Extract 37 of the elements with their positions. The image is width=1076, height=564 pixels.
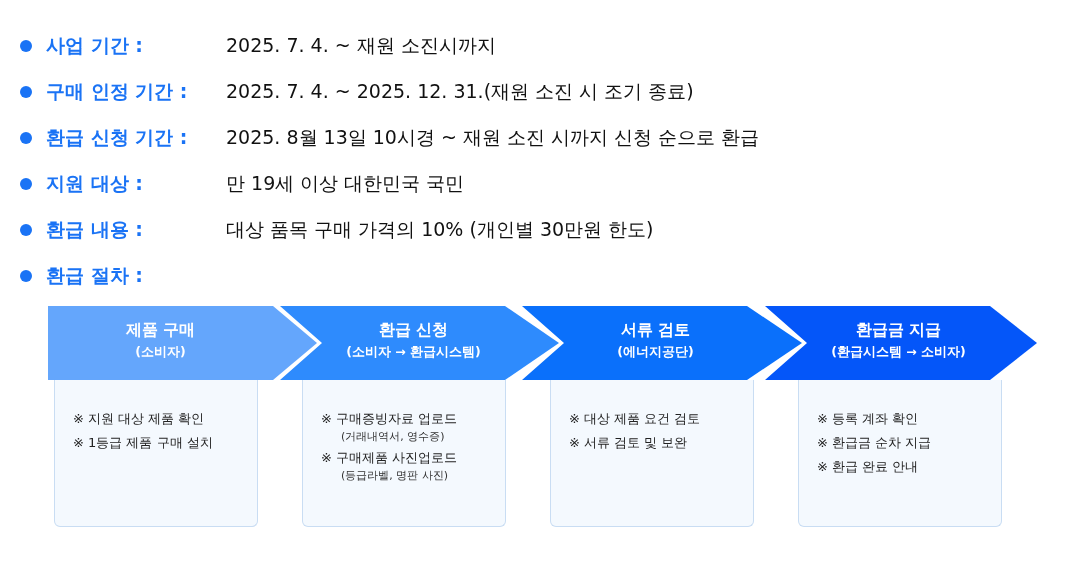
step-title: 제품 구매 xyxy=(125,319,196,341)
detail-item: ※ 환급금 순차 지급 xyxy=(817,434,933,452)
step-detail-card xyxy=(550,380,754,527)
detail-item: ※ 구매제품 사진업로드 xyxy=(321,449,459,467)
step-detail-card xyxy=(302,380,506,527)
step-actor: (소비자) xyxy=(135,343,186,361)
step-actor: (에너지공단) xyxy=(617,343,694,361)
field-label: 환급 절차 : xyxy=(46,263,144,288)
detail-item: ※ 구매증빙자료 업로드 xyxy=(321,410,459,428)
step-detail-card xyxy=(798,380,1002,527)
detail-item: ※ 대상 제품 요건 검토 xyxy=(569,410,702,428)
field-label: 지원 대상 : xyxy=(46,171,144,196)
detail-item: ※ 지원 대상 제품 확인 xyxy=(73,410,206,428)
step-title: 환급 신청 xyxy=(378,319,449,341)
field-label: 환급 내용 : xyxy=(46,217,144,242)
field-value: 만 19세 이상 대한민국 국민 xyxy=(226,171,465,196)
detail-item: ※ 서류 검토 및 보완 xyxy=(569,434,689,452)
field-label: 사업 기간 : xyxy=(46,33,144,58)
field-value: 2025. 7. 4. ~ 2025. 12. 31.(재원 소진 시 조기 종료) xyxy=(226,79,694,104)
detail-item: ※ 1등급 제품 구매 설치 xyxy=(73,434,214,452)
chevron-arrow xyxy=(273,306,322,380)
detail-item: ※ 환급 완료 안내 xyxy=(817,458,920,476)
detail-note: (거래내역서, 영수증) xyxy=(340,429,446,445)
chevron-arrow xyxy=(747,306,807,380)
field-value: 2025. 7. 4. ~ 재원 소진시까지 xyxy=(226,33,496,58)
field-value: 대상 품목 구매 가격의 10% (개인별 30만원 한도) xyxy=(226,217,654,242)
step-detail-card xyxy=(54,380,258,527)
field-label: 환급 신청 기간 : xyxy=(46,125,189,150)
step-title: 환급금 지급 xyxy=(855,319,942,341)
detail-item: ※ 등록 계좌 확인 xyxy=(817,410,920,428)
step-title: 서류 검토 xyxy=(620,319,691,341)
detail-note: (등급라벨, 명판 사진) xyxy=(340,468,450,484)
field-value: 2025. 8월 13일 10시경 ~ 재원 소진 시까지 신청 순으로 환급 xyxy=(226,125,760,150)
step-actor: (소비자 → 환급시스템) xyxy=(346,343,481,361)
field-label: 구매 인정 기간 : xyxy=(46,79,189,104)
chevron-arrow xyxy=(505,306,564,380)
step-actor: (환급시스템 → 소비자) xyxy=(831,343,966,361)
